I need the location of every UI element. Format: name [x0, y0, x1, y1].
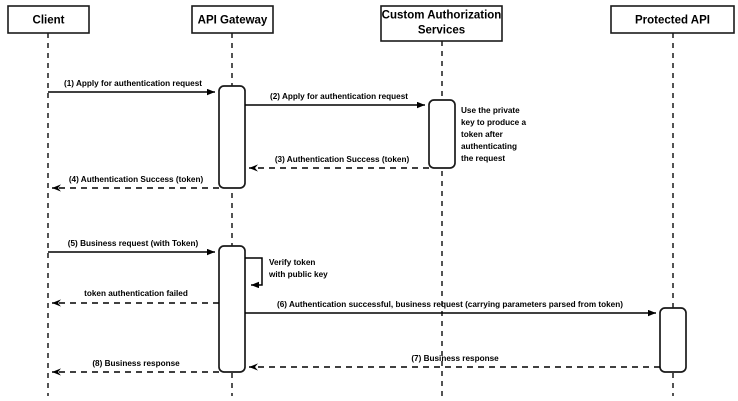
message-1[interactable]: (1) Apply for authentication request	[48, 79, 215, 96]
participant-label-client: Client	[33, 15, 65, 27]
participant-protected-api[interactable]: Protected API	[610, 5, 735, 34]
message-8-label: (8) Business response	[92, 359, 180, 368]
participant-box-client[interactable]	[7, 5, 90, 34]
activation-bars	[218, 85, 687, 373]
participant-label-api-gateway: API Gateway	[198, 15, 268, 27]
message-5-label: (5) Business request (with Token)	[68, 239, 199, 248]
participant-custom-auth[interactable]: Custom Authorization Services	[380, 5, 503, 42]
activation-api-gateway-2	[218, 245, 246, 373]
note-private-key: Use the private key to produce a token a…	[461, 106, 527, 163]
message-4[interactable]: (4) Authentication Success (token)	[52, 175, 219, 192]
participant-box-api-gateway[interactable]	[191, 5, 274, 34]
message-3[interactable]: (3) Authentication Success (token)	[249, 155, 429, 172]
message-token-auth-failed[interactable]: token authentication failed	[52, 289, 219, 307]
note-private-key-line-1: Use the private	[461, 106, 520, 115]
activation-api-gateway-1	[218, 85, 246, 189]
message-7-label: (7) Business response	[411, 354, 499, 363]
activation-protected-api-1	[659, 307, 687, 373]
activation-custom-auth-1	[428, 99, 456, 169]
message-6[interactable]: (6) Authentication successful, business …	[245, 300, 656, 317]
message-7[interactable]: (7) Business response	[249, 354, 660, 371]
message-8[interactable]: (8) Business response	[52, 359, 219, 376]
participant-api-gateway[interactable]: API Gateway	[191, 5, 274, 34]
note-private-key-line-4: authenticating	[461, 142, 517, 151]
message-self-verify-token-arrow	[245, 257, 263, 289]
message-1-label: (1) Apply for authentication request	[64, 79, 202, 88]
participant-label-custom-auth-line2: Services	[418, 25, 465, 37]
message-token-auth-failed-label: token authentication failed	[84, 289, 188, 298]
message-4-label: (4) Authentication Success (token)	[69, 175, 204, 184]
message-6-label: (6) Authentication successful, business …	[277, 300, 623, 309]
message-self-verify-token-label-line2: with public key	[268, 270, 328, 279]
message-2[interactable]: (2) Apply for authentication request	[245, 92, 425, 109]
message-5[interactable]: (5) Business request (with Token)	[48, 239, 215, 256]
message-self-verify-token-label-line1: Verify token	[269, 258, 315, 267]
participant-client[interactable]: Client	[7, 5, 90, 34]
note-private-key-line-3: token after	[461, 130, 504, 139]
note-private-key-line-2: key to produce a	[461, 118, 527, 127]
message-3-label: (3) Authentication Success (token)	[275, 155, 410, 164]
participant-box-custom-auth[interactable]	[380, 5, 503, 42]
participant-label-protected-api: Protected API	[635, 15, 710, 27]
participant-label-custom-auth-line1: Custom Authorization	[382, 10, 502, 22]
participant-box-protected-api[interactable]	[610, 5, 735, 34]
note-private-key-line-5: the request	[461, 154, 505, 163]
message-self-verify-token[interactable]: Verify token with public key	[245, 257, 328, 289]
message-2-label: (2) Apply for authentication request	[270, 92, 408, 101]
